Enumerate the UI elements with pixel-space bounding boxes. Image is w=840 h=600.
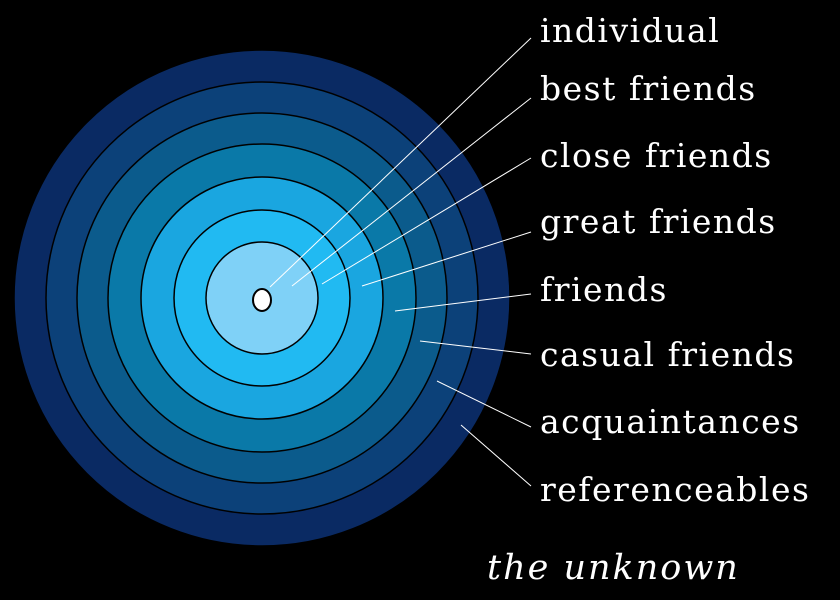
individual-center-dot [252, 288, 272, 312]
leader-line-close-friends [321, 157, 532, 285]
leader-line-acquaintances [436, 380, 532, 428]
label-acquaintances: acquaintances [540, 402, 801, 441]
label-great-friends: great friends [540, 202, 777, 241]
label-friends: friends [540, 270, 668, 309]
leader-line-casual-friends [419, 340, 532, 355]
the-unknown-label: the unknown [487, 548, 740, 588]
leader-line-best-friends [291, 97, 532, 287]
leader-lines-layer [269, 37, 532, 487]
leader-line-individual [269, 37, 532, 288]
ring-labels-layer: individual best friends close friends great… [540, 11, 810, 509]
rings-layer [13, 49, 511, 547]
label-individual: individual [540, 11, 720, 50]
label-casual-friends: casual friends [540, 335, 795, 374]
leader-line-friends [394, 293, 532, 312]
label-close-friends: close friends [540, 136, 773, 175]
label-best-friends: best friends [540, 69, 757, 108]
label-referenceables: referenceables [540, 470, 810, 509]
leader-line-great-friends [361, 231, 532, 287]
leader-line-referenceables [460, 424, 532, 487]
